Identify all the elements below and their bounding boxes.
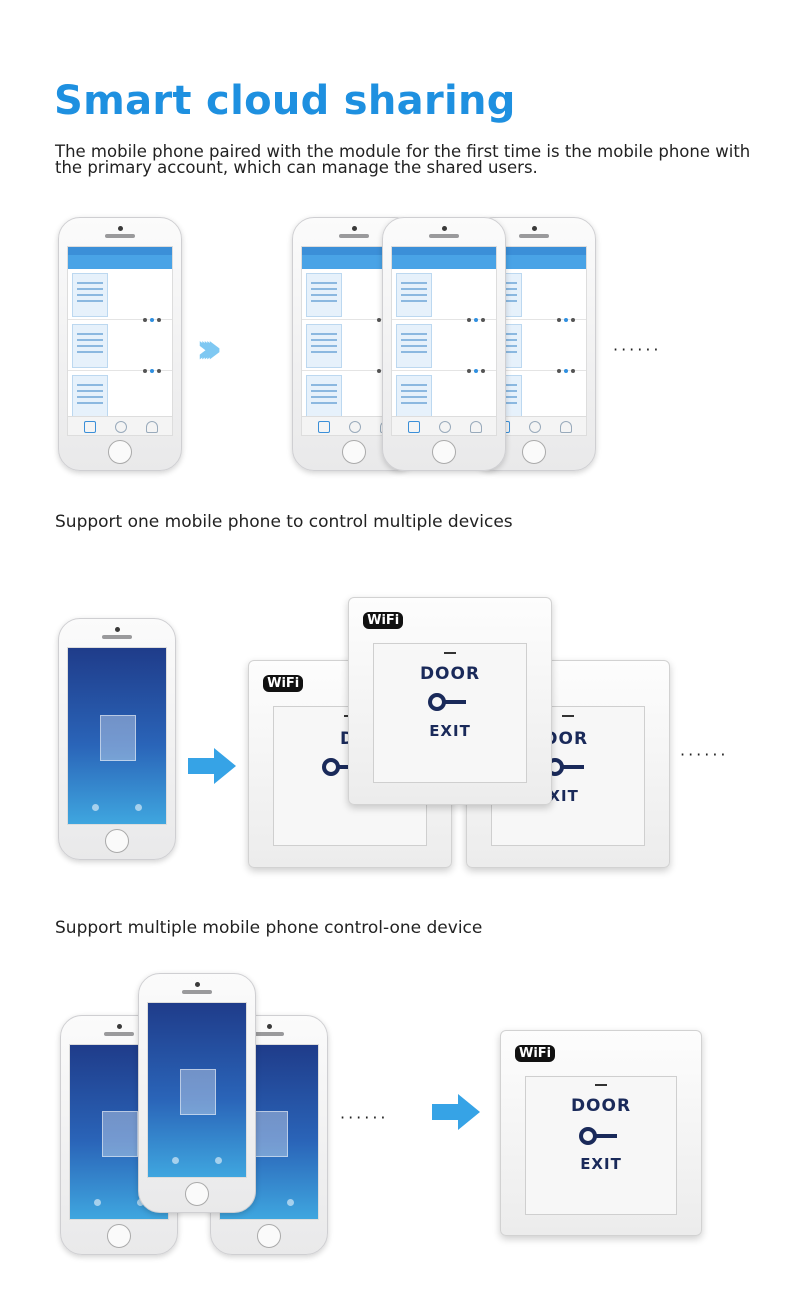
right-arrow-icon bbox=[432, 1094, 480, 1130]
app-screen bbox=[147, 1002, 247, 1178]
list-item bbox=[68, 269, 172, 322]
shared-phone-center bbox=[382, 217, 506, 471]
primary-phone bbox=[58, 217, 182, 471]
section-many-to-one: Support multiple mobile phone control-on… bbox=[55, 918, 483, 938]
list-item bbox=[392, 269, 496, 322]
more-devices-ellipsis: ······ bbox=[680, 745, 729, 764]
list-item bbox=[302, 269, 406, 322]
page-title: Smart cloud sharing bbox=[54, 78, 516, 124]
list-item bbox=[68, 371, 172, 424]
list-item bbox=[392, 320, 496, 373]
device-list-screen bbox=[391, 246, 497, 436]
section-one-to-many: Support one mobile phone to control mult… bbox=[55, 512, 513, 532]
intro-text: The mobile phone paired with the module … bbox=[55, 142, 751, 177]
tab-bar bbox=[68, 416, 172, 435]
right-arrow-icon bbox=[188, 748, 236, 784]
list-item bbox=[68, 320, 172, 373]
chevron-arrows-icon: ››››› bbox=[196, 326, 223, 372]
app-screen bbox=[67, 647, 167, 825]
camera-icon bbox=[117, 226, 123, 231]
wifi-badge-icon: WiFi bbox=[515, 1045, 556, 1063]
user-phone-center bbox=[138, 973, 256, 1213]
switch-panel-single: WiFi DOOR EXIT bbox=[500, 1030, 702, 1236]
home-button-icon bbox=[108, 440, 132, 464]
list-item bbox=[392, 371, 496, 424]
more-phones-ellipsis: ······ bbox=[613, 340, 662, 359]
more-users-ellipsis: ······ bbox=[340, 1108, 389, 1127]
device-list-screen bbox=[67, 246, 173, 436]
controller-phone bbox=[58, 618, 176, 860]
switch-panel-center: WiFi DOOR EXIT bbox=[348, 597, 552, 805]
wifi-badge-icon: WiFi bbox=[363, 612, 404, 630]
speaker-icon bbox=[105, 234, 135, 238]
wifi-badge-icon: WiFi bbox=[263, 675, 304, 693]
